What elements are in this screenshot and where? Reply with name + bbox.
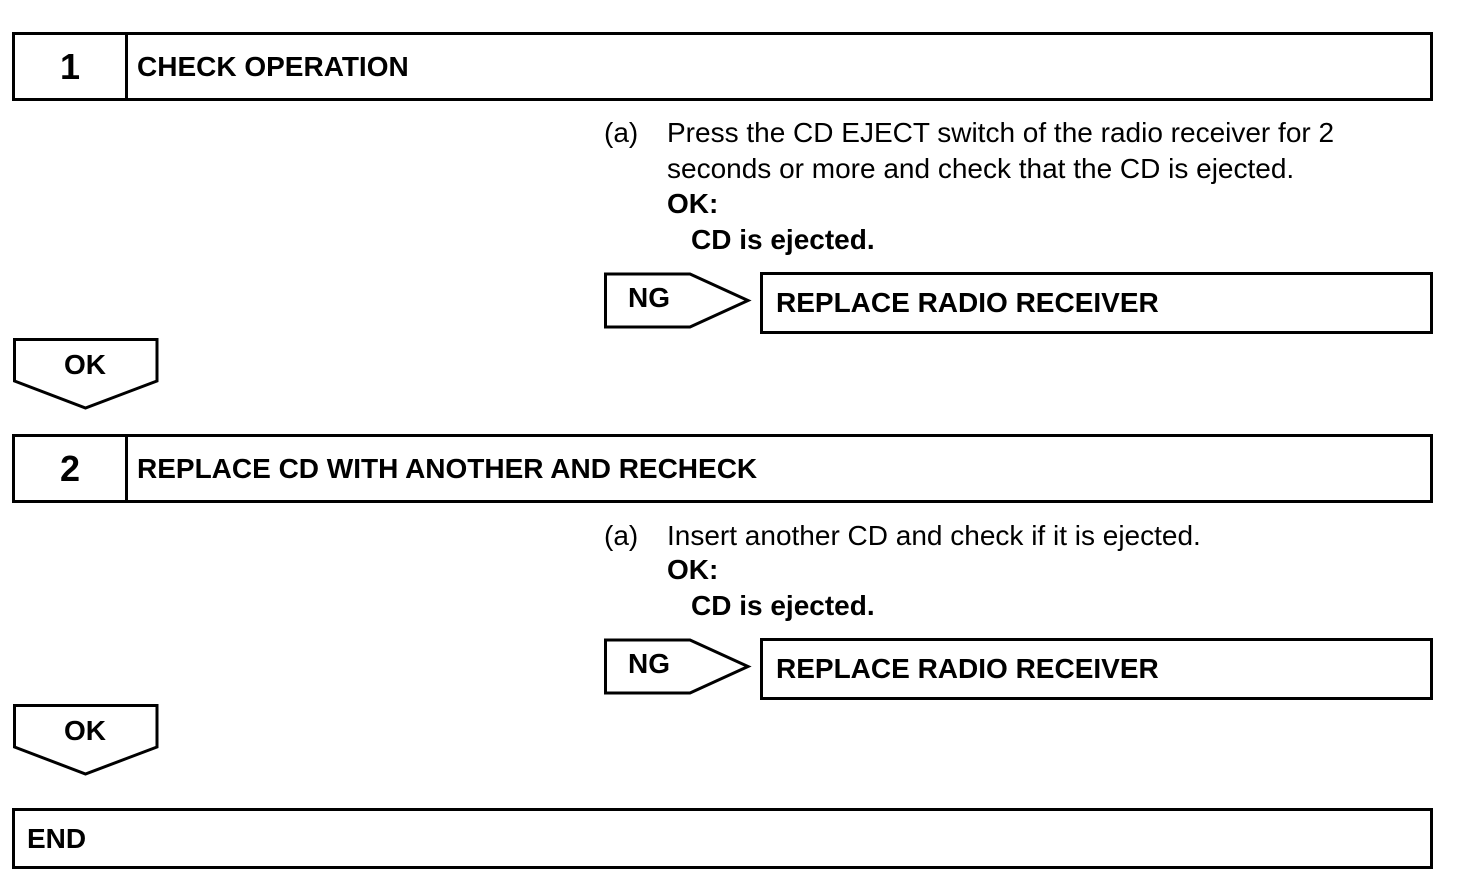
step-1-ng-action: REPLACE RADIO RECEIVER [760,272,1433,334]
step-2-ok-value: CD is ejected. [691,590,875,621]
step-2-ok-label: OK [64,715,106,746]
step-1-instruction-label: (a) [604,117,639,148]
step-1-header: 1 CHECK OPERATION [12,32,1433,101]
ng-arrow-icon [604,638,752,695]
step-1-instruction-text: Press the CD EJECT switch of the radio r… [667,117,1335,184]
step-2-number: 2 [15,437,128,500]
step-2-ng-tab: NG [604,637,754,697]
step-2-instruction-label: (a) [604,520,639,551]
end-label: END [27,822,87,854]
step-1-number: 1 [15,35,128,98]
end-box: END [12,808,1433,869]
ok-down-arrow-icon [13,338,159,410]
step-2-ok-header: OK: [667,554,719,585]
ng-arrow-icon [604,272,752,329]
step-2-ng-action: REPLACE RADIO RECEIVER [760,638,1433,700]
step-2-ok-arrow: OK [13,704,159,776]
step-1-ok-arrow: OK [13,338,159,410]
step-2-title: REPLACE CD WITH ANOTHER AND RECHECK [137,452,758,484]
ok-down-arrow-icon [13,704,159,776]
step-1-ng-label: NG [628,282,670,313]
step-1-ok-header: OK: [667,188,719,219]
step-1-ng-action-text: REPLACE RADIO RECEIVER [776,287,1159,318]
step-1-ng-tab: NG [604,271,754,331]
step-2-instruction-text: Insert another CD and check if it is eje… [667,520,1201,551]
step-1-title: CHECK OPERATION [137,50,409,82]
step-1-ok-value: CD is ejected. [691,224,875,255]
step-1-ok-label: OK [64,349,106,380]
step-2-ng-label: NG [628,648,670,679]
step-2-ng-action-text: REPLACE RADIO RECEIVER [776,653,1159,684]
step-2-header: 2 REPLACE CD WITH ANOTHER AND RECHECK [12,434,1433,503]
